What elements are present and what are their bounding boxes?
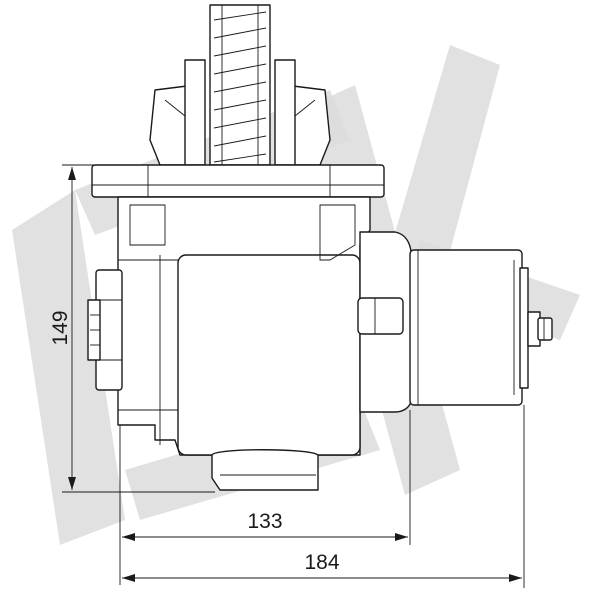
- dimension-height-label: 149: [49, 310, 72, 345]
- dimension-width-inner-label: 133: [247, 510, 282, 533]
- dimension-width-inner: 133: [119, 410, 411, 585]
- bottom-output-boss: [211, 449, 319, 491]
- left-input-shaft: [87, 269, 123, 391]
- dimension-height: 149: [49, 164, 215, 493]
- dimension-width-total: 184: [122, 405, 525, 588]
- mounting-flange: [91, 164, 385, 198]
- motor-connector: [527, 311, 553, 347]
- gearbox-housing: [117, 196, 371, 456]
- motor-adapter: [357, 231, 413, 413]
- top-gear: [209, 4, 271, 166]
- dimension-width-total-label: 184: [304, 551, 339, 574]
- electric-motor: [409, 249, 529, 406]
